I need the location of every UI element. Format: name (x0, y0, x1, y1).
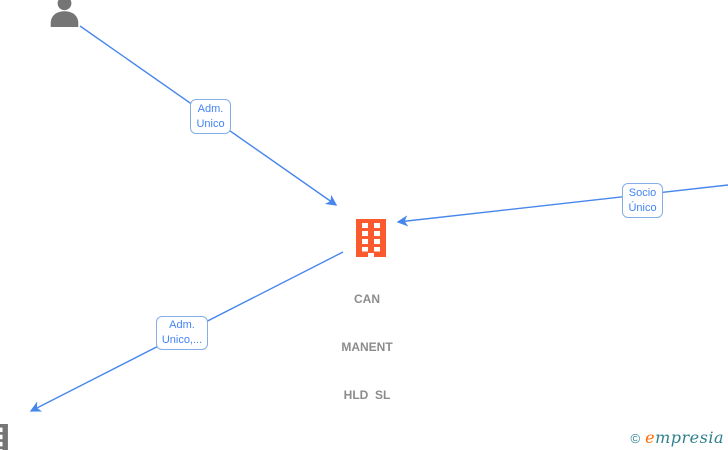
building-icon (0, 424, 8, 450)
edge-label-adm-unico[interactable]: Adm. Unico (190, 99, 231, 134)
edge-label-line: Socio (628, 186, 657, 199)
node-partial-company[interactable] (0, 424, 8, 450)
copyright-symbol: © (630, 431, 641, 446)
edge-label-line: Adm. (197, 102, 224, 115)
company-label-line: HLD SL (343, 388, 391, 402)
node-person[interactable] (46, 0, 83, 27)
edge-label-socio-unico[interactable]: Socio Único (622, 183, 663, 218)
building-icon (356, 219, 386, 257)
person-icon (50, 0, 79, 27)
edge-right-to-company (396, 184, 728, 227)
company-label-line: MANENT (341, 340, 393, 354)
footer-brand[interactable]: © empresia (631, 428, 724, 447)
brand-initial: e (645, 428, 656, 447)
brand-rest: mpresia (655, 428, 724, 447)
edge-label-line: Adm. (169, 319, 195, 331)
company-label-line: CAN (354, 292, 380, 306)
company-label: CAN MANENT HLD SL (327, 259, 407, 435)
edge-label-line: Único (628, 201, 657, 214)
node-company[interactable] (356, 219, 386, 257)
edge-label-line: Unico (196, 117, 225, 130)
edge-label-adm-unico-etc[interactable]: Adm. Unico,... (156, 316, 208, 350)
edge-label-line: Unico,... (161, 334, 203, 346)
brand-logo: empresia (645, 428, 724, 447)
